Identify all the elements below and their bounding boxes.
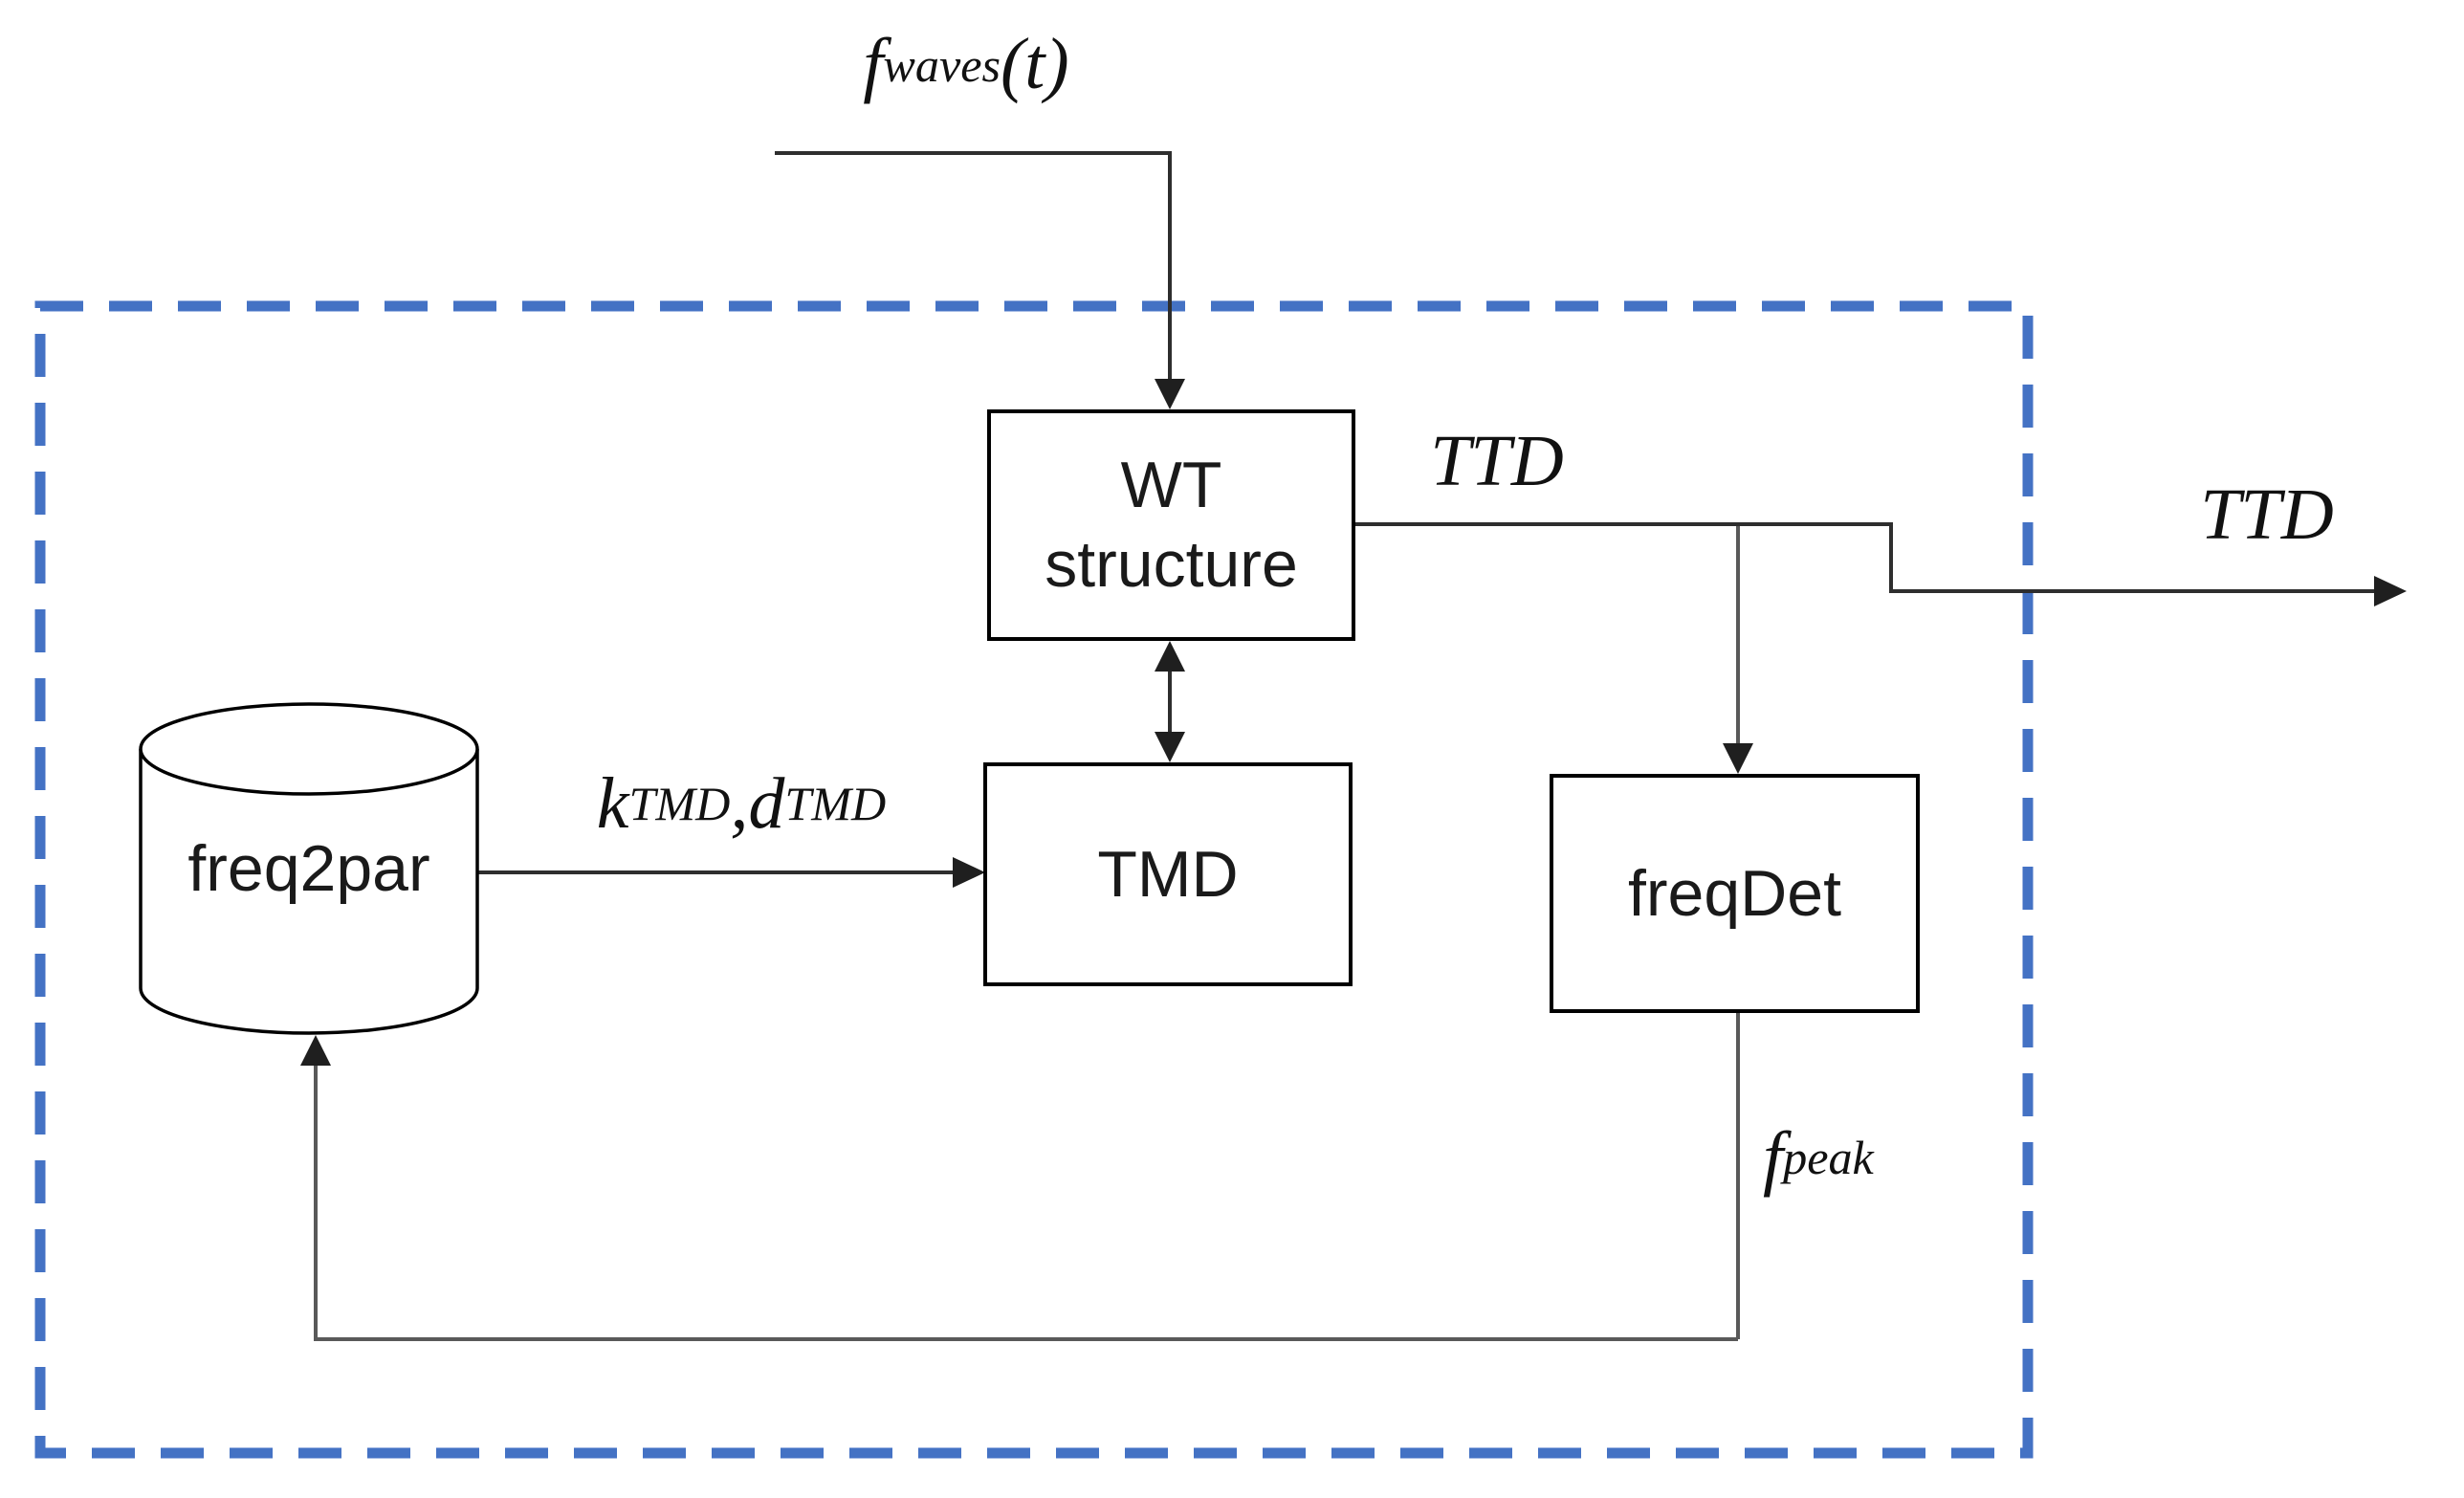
wt-structure-box: [987, 409, 1355, 641]
input-fwaves-base: f: [863, 24, 884, 104]
tmd-params-comma: ,: [730, 762, 749, 844]
wt-structure-label-line2: structure: [1045, 528, 1298, 601]
controller-boundary-dashed-box: [34, 300, 2034, 1459]
freq2par-label: freq2par: [141, 749, 477, 988]
tmd-params-d-subscript: TMD: [784, 777, 887, 830]
ttd-inner-text: TTD: [1430, 420, 1564, 501]
wt-tmd-up-arrowhead-icon: [1155, 641, 1185, 672]
freqdet-label-text: freqDet: [1628, 856, 1841, 930]
fpeak-base: f: [1763, 1116, 1784, 1198]
input-fwaves-arrowhead-icon: [1155, 379, 1185, 409]
tmd-box: [983, 762, 1353, 986]
ttd-to-freqdet-arrowhead-icon: [1723, 743, 1753, 774]
input-fwaves-args: (t): [1000, 24, 1069, 104]
feedback-arrowhead-icon: [300, 1035, 331, 1066]
wt-tmd-down-arrowhead-icon: [1155, 732, 1185, 762]
wt-structure-label: WT structure: [989, 411, 1353, 639]
freq2par-label-text: freq2par: [187, 831, 430, 905]
fpeak-subscript: peak: [1783, 1131, 1874, 1184]
freq2par-cylinder-body: [139, 749, 479, 1035]
tmd-label-text: TMD: [1097, 837, 1239, 911]
ttd-output-connector: [1353, 522, 2374, 593]
freqdet-box: [1550, 774, 1920, 1013]
ttd-outer-text: TTD: [2200, 474, 2334, 555]
ttd-outer-label: TTD: [2181, 474, 2353, 555]
tmd-params-k-subscript: TMD: [628, 777, 731, 830]
fpeak-feedback-connector: [314, 1066, 1738, 1341]
tmd-params-d: d: [748, 762, 785, 844]
wt-structure-label-line1: WT: [1120, 449, 1222, 522]
input-fwaves-connector: [775, 151, 1172, 381]
freqdet-label: freqDet: [1551, 776, 1918, 1011]
freq2par-to-tmd-arrowhead-icon: [953, 857, 985, 888]
ttd-output-arrowhead-icon: [2374, 576, 2407, 606]
freq2par-cylinder-top: [139, 702, 479, 796]
tmd-label: TMD: [985, 764, 1351, 984]
ttd-inner-label: TTD: [1416, 421, 1578, 501]
tmd-params-k: k: [596, 762, 629, 844]
input-fwaves-subscript: waves: [883, 37, 1001, 92]
